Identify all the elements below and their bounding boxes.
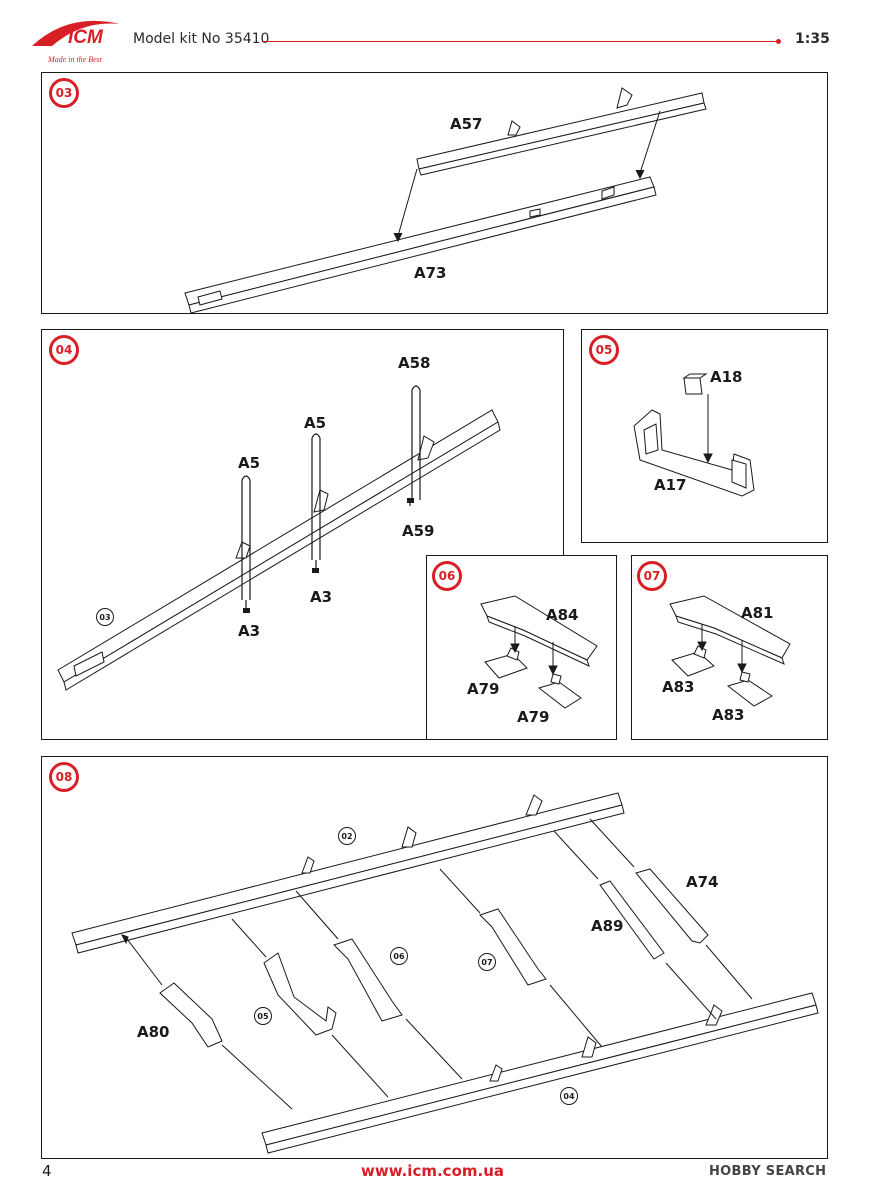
part-label-a3-left: A3 [238,622,261,640]
step-03-panel: 03 A57 A73 [41,72,828,314]
step-07-number-badge: 07 [637,561,667,591]
part-A83-left [671,651,715,677]
ref-step-06: 06 [390,947,408,965]
u-bolt-a5-middle [311,433,321,560]
part-label-a89: A89 [591,917,624,935]
part-label-a79-right: A79 [517,708,550,726]
part-A74 [635,868,709,944]
part-A05-crossmember [263,952,337,1036]
model-kit-label: Model kit No 35410 [133,31,270,47]
header-rule [262,41,778,42]
u-bolt-a58 [411,385,421,500]
part-label-a83-left: A83 [662,678,695,696]
scale-label: 1:35 [795,31,830,47]
part-A80 [159,982,223,1048]
frame-rail-front [261,992,817,1146]
part-A89 [599,880,665,960]
step-03-drawing [184,87,707,314]
step-06-panel: 06 A84 A79 A79 [426,555,617,740]
header-rule-dot [776,39,781,44]
step-04-number-badge: 04 [49,335,79,365]
part-A18 [683,377,703,395]
step-05-number-badge: 05 [589,335,619,365]
part-A84 [480,595,598,661]
part-A07-crossmember [479,908,547,986]
step-05-drawing [633,373,755,497]
ref-step-05: 05 [254,1007,272,1025]
part-label-a59: A59 [402,522,435,540]
part-A06-crossmember [333,938,403,1022]
step-06-number-badge: 06 [432,561,462,591]
part-label-a17: A17 [654,476,687,494]
part-label-a83-right: A83 [712,706,745,724]
ref-step-07: 07 [478,953,496,971]
step-08-number-badge: 08 [49,762,79,792]
logo-tagline: Made in the Best [47,55,103,64]
watermark-text: HOBBY SEARCH [709,1164,827,1179]
step-07-drawing [669,595,791,707]
part-label-a18: A18 [710,368,743,386]
part-label-a80: A80 [137,1023,170,1041]
part-label-a3-right: A3 [310,588,333,606]
part-label-a58: A58 [398,354,431,372]
part-label-a84: A84 [546,606,579,624]
u-bolt-a5-left [241,475,251,600]
part-label-a73: A73 [414,264,447,282]
step-08-drawing [71,792,819,1154]
part-A57-bracket [616,87,633,109]
step-07-panel: 07 A81 A83 A83 [631,555,828,740]
frame-rail-rear [71,792,623,946]
website-url[interactable]: www.icm.com.ua [361,1162,504,1180]
part-label-a74: A74 [686,873,719,891]
ref-step-03: 03 [96,608,114,626]
step-05-panel: 05 A18 A17 [581,329,828,543]
step-04-drawing [57,385,501,691]
logo-text: ICM [68,27,104,48]
part-label-a81: A81 [741,604,774,622]
step-06-drawing [480,595,598,709]
ref-step-04: 04 [560,1087,578,1105]
part-A79-right [537,681,582,709]
icm-logo: ICM Made in the Best [28,10,124,70]
part-A83-right [726,679,773,707]
step-08-panel: 08 A74 A89 A80 02 06 07 05 04 [41,756,828,1159]
step-03-number-badge: 03 [49,78,79,108]
page-number: 4 [42,1162,52,1180]
part-label-a57: A57 [450,115,483,133]
part-label-a5-lower: A5 [238,454,261,472]
part-label-a5-upper: A5 [304,414,327,432]
part-A73-rail [184,176,655,306]
part-A17 [633,409,755,497]
ref-step-02: 02 [338,827,356,845]
part-label-a79-left: A79 [467,680,500,698]
part-A79-left [484,653,528,679]
watermark: HOBBY SEARCH [709,1164,826,1179]
